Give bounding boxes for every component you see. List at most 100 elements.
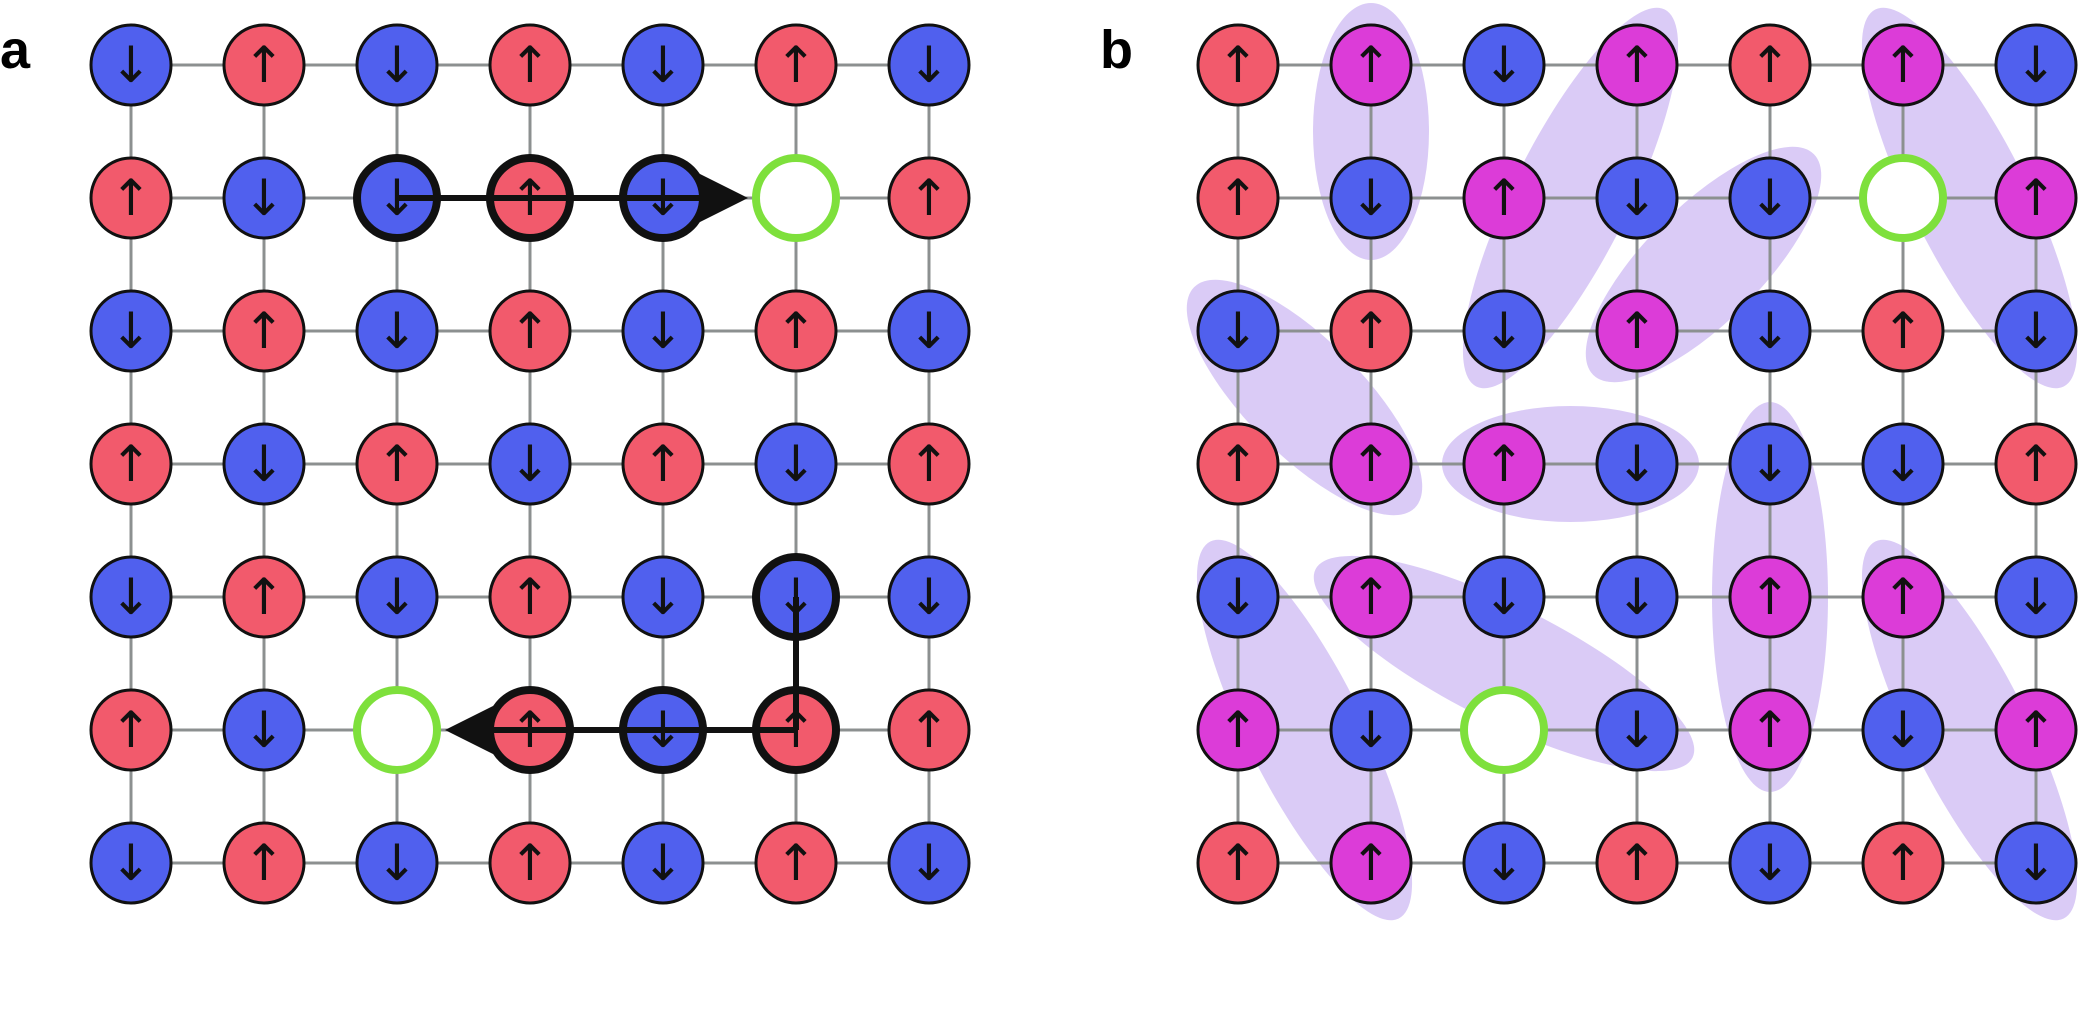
site-circle (1994, 555, 2078, 639)
spin-up-arrow-icon: ↑ (775, 36, 817, 94)
spin-up-arrow-icon: ↑ (1882, 834, 1924, 892)
spin-down-site: ↓ (222, 156, 306, 240)
site-circle (1728, 422, 1812, 506)
site-circle (1462, 156, 1546, 240)
spin-down-arrow-icon: ↓ (376, 568, 418, 626)
site-circle (1329, 821, 1413, 905)
site-circle (1329, 289, 1413, 373)
spin-up-site: ↑ (1196, 422, 1280, 506)
site-circle (1329, 422, 1413, 506)
spin-up-site: ↑ (1861, 821, 1945, 905)
lattice-sites: ↑↑↓↑↑↑↓↑↓↑↓↓↑↓↑↓↑↓↑↓↑↑↑↓↓↓↑↓↑↓↓↑↑↓↑↓↓↑↓↑… (1196, 23, 2078, 905)
spin-down-site: ↓ (355, 23, 439, 107)
spin-down-arrow-icon: ↓ (1483, 568, 1525, 626)
spin-down-site: ↓ (355, 289, 439, 373)
site-circle (355, 289, 439, 373)
spin-down-arrow-icon: ↓ (110, 568, 152, 626)
spin-up-arrow-icon: ↑ (1483, 169, 1525, 227)
spin-up-site: ↑ (1861, 23, 1945, 107)
spin-down-arrow-icon: ↓ (110, 834, 152, 892)
spin-down-arrow-icon: ↓ (775, 435, 817, 493)
spin-down-site: ↓ (355, 821, 439, 905)
site-circle (222, 688, 306, 772)
site-circle (89, 821, 173, 905)
site-circle (1861, 422, 1945, 506)
spin-down-site: ↓ (621, 23, 705, 107)
spin-down-site: ↓ (1861, 422, 1945, 506)
spin-up-arrow-icon: ↑ (1217, 435, 1259, 493)
lattice-sites: ↓↑↓↑↓↑↓↑↓↓↑↓↑↓↑↓↑↓↑↓↑↓↑↓↑↓↑↓↑↓↑↓↓↓↑↓↑↓↑↑… (89, 23, 971, 905)
spin-up-site: ↑ (222, 821, 306, 905)
spin-up-arrow-icon: ↑ (110, 435, 152, 493)
site-circle (1994, 688, 2078, 772)
spin-up-arrow-icon: ↑ (2015, 435, 2057, 493)
spin-down-site: ↓ (1595, 156, 1679, 240)
spin-down-arrow-icon: ↓ (376, 834, 418, 892)
spin-down-site: ↓ (1462, 821, 1546, 905)
spin-down-arrow-icon: ↓ (243, 169, 285, 227)
spin-up-site: ↑ (1994, 422, 2078, 506)
site-circle (488, 422, 572, 506)
spin-down-site: ↓ (1595, 422, 1679, 506)
spin-up-site: ↑ (355, 422, 439, 506)
spin-down-site: ↓ (1462, 289, 1546, 373)
spin-up-arrow-icon: ↑ (509, 834, 551, 892)
site-circle (222, 821, 306, 905)
site-circle (1462, 289, 1546, 373)
site-circle (1994, 821, 2078, 905)
site-circle (1728, 289, 1812, 373)
spin-up-arrow-icon: ↑ (243, 302, 285, 360)
spin-up-site: ↑ (1861, 289, 1945, 373)
site-circle (89, 688, 173, 772)
spin-down-arrow-icon: ↓ (642, 834, 684, 892)
spin-down-site: ↓ (1196, 289, 1280, 373)
spin-down-site: ↓ (89, 821, 173, 905)
spin-down-site: ↓ (89, 555, 173, 639)
site-circle (1196, 23, 1280, 107)
spin-down-site: ↓ (1994, 289, 2078, 373)
hole-site (1460, 686, 1548, 774)
site-circle (222, 156, 306, 240)
spin-up-site: ↑ (1329, 289, 1413, 373)
site-circle (1595, 555, 1679, 639)
spin-down-arrow-icon: ↓ (1483, 834, 1525, 892)
site-circle (1728, 23, 1812, 107)
hole-ring (1859, 154, 1947, 242)
site-circle (887, 422, 971, 506)
site-circle (1329, 23, 1413, 107)
site-circle (1861, 555, 1945, 639)
site-circle (488, 23, 572, 107)
panel-label-a: a (0, 20, 31, 80)
spin-up-site: ↑ (1196, 688, 1280, 772)
spin-up-arrow-icon: ↑ (775, 834, 817, 892)
spin-up-arrow-icon: ↑ (1350, 834, 1392, 892)
spin-down-arrow-icon: ↓ (642, 36, 684, 94)
spin-up-site: ↑ (1595, 821, 1679, 905)
site-circle (1994, 23, 2078, 107)
spin-down-site: ↓ (1196, 555, 1280, 639)
site-circle (887, 821, 971, 905)
site-circle (89, 23, 173, 107)
spin-up-arrow-icon: ↑ (2015, 169, 2057, 227)
spin-down-arrow-icon: ↓ (376, 36, 418, 94)
spin-up-site: ↑ (1196, 23, 1280, 107)
site-circle (222, 23, 306, 107)
spin-down-site: ↓ (1329, 156, 1413, 240)
spin-up-site: ↑ (488, 289, 572, 373)
site-circle (887, 23, 971, 107)
site-circle (1462, 422, 1546, 506)
spin-down-site: ↓ (621, 289, 705, 373)
site-circle (1462, 555, 1546, 639)
spin-down-arrow-icon: ↓ (642, 302, 684, 360)
site-circle (1861, 688, 1945, 772)
spin-down-site: ↓ (754, 422, 838, 506)
hole-ring (1460, 686, 1548, 774)
site-circle (222, 555, 306, 639)
spin-up-arrow-icon: ↑ (1350, 36, 1392, 94)
site-circle (488, 821, 572, 905)
site-circle (1728, 688, 1812, 772)
spin-down-arrow-icon: ↓ (243, 435, 285, 493)
spin-up-site: ↑ (1728, 555, 1812, 639)
spin-up-arrow-icon: ↑ (1350, 435, 1392, 493)
